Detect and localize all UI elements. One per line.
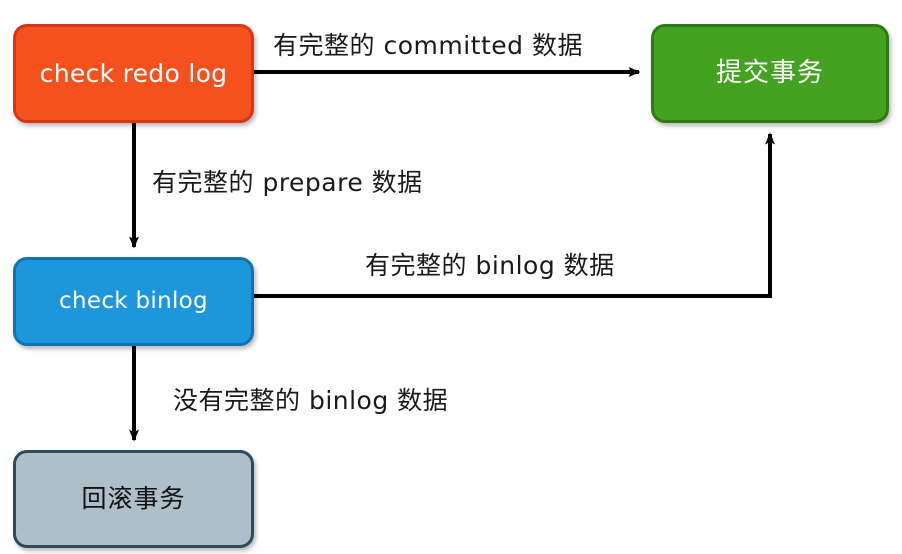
node-rollback-transaction[interactable]: 回滚事务 [13,450,254,548]
edge-label-redo-to-commit: 有完整的 committed 数据 [273,31,583,60]
edge-line-binlog-to-commit [254,132,775,298]
node-commit-transaction[interactable]: 提交事务 [651,24,889,123]
node-label-check-redo-log: check redo log [39,58,228,88]
edge-label-binlog-to-commit: 有完整的 binlog 数据 [365,251,615,280]
node-label-check-binlog: check binlog [59,287,208,314]
node-label-rollback-transaction: 回滚事务 [81,484,186,514]
node-label-commit-transaction: 提交事务 [715,58,824,89]
node-check-binlog[interactable]: check binlog [13,257,254,346]
edge-label-redo-to-binlog: 有完整的 prepare 数据 [152,168,423,197]
edge-binlog-to-commit [254,132,775,298]
node-check-redo-log[interactable]: check redo log [13,24,254,123]
edge-label-binlog-to-rollback: 没有完整的 binlog 数据 [173,386,449,415]
